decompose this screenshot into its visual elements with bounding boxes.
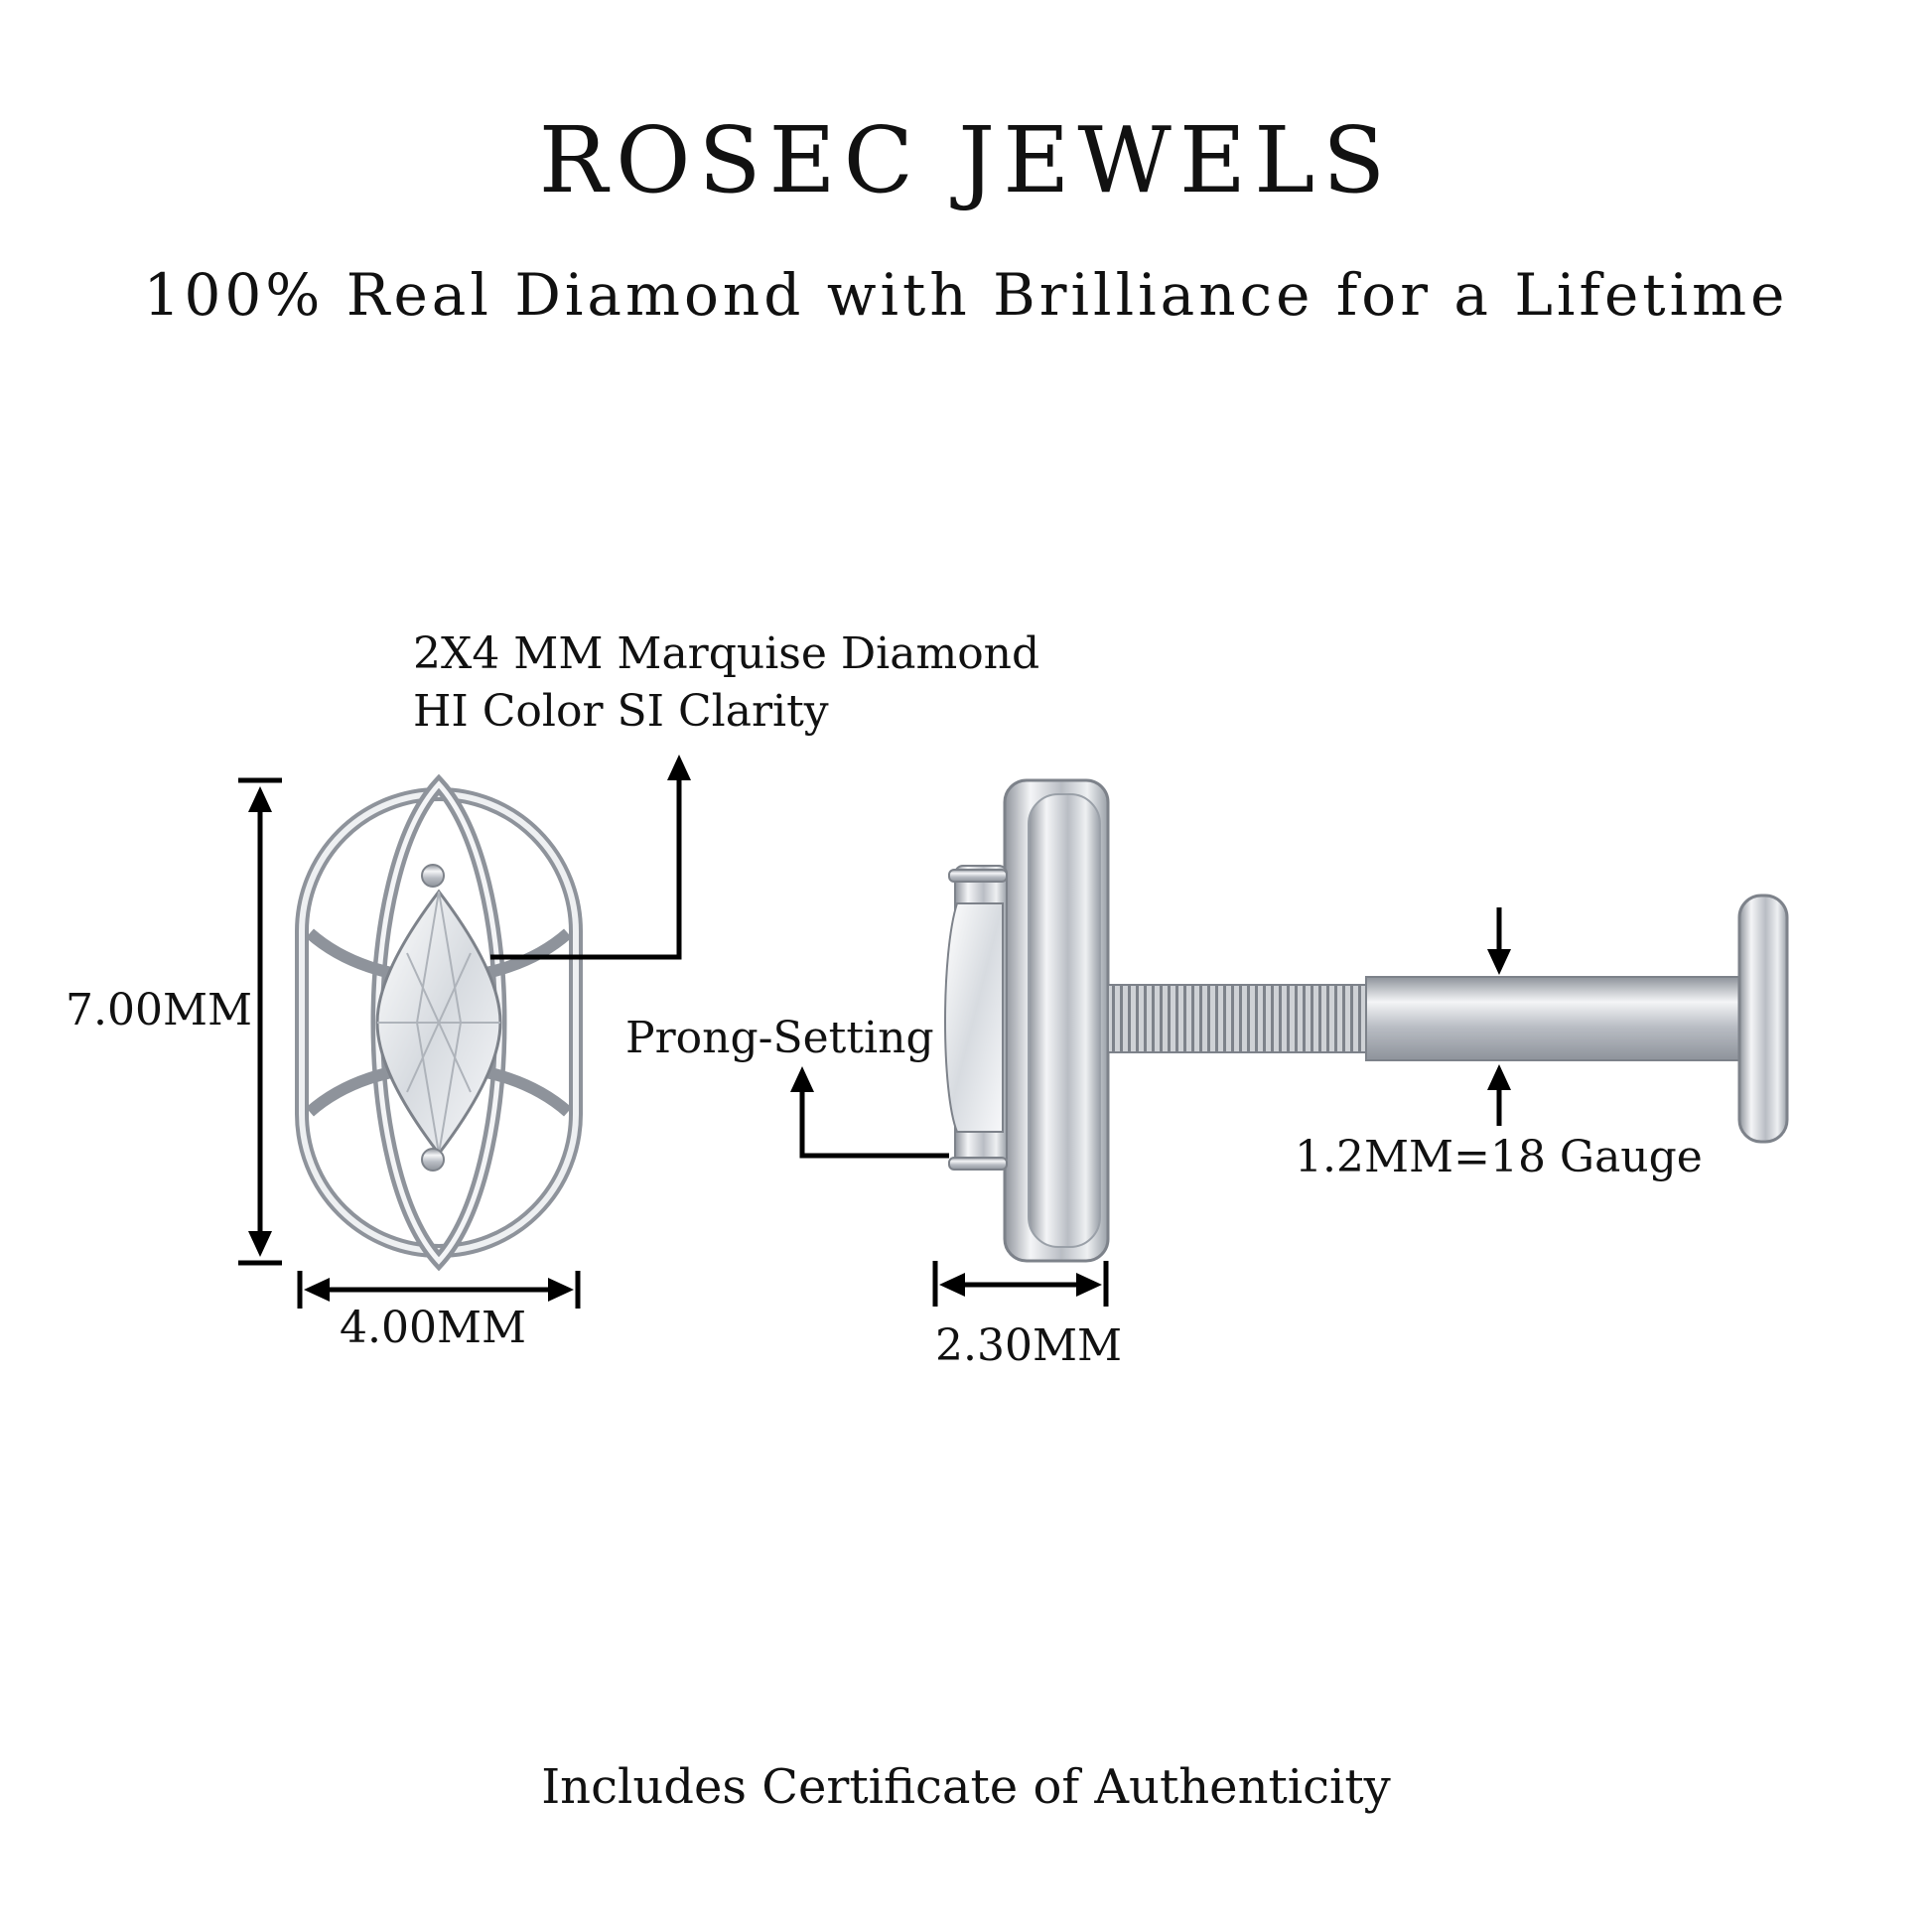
prong-top — [948, 869, 1008, 883]
diamond-leader-line — [490, 755, 691, 960]
diamond-spec-line2: HI Color SI Clarity — [413, 686, 829, 737]
brand-title: ROSEC JEWELS — [538, 107, 1394, 213]
flat-back — [1737, 894, 1789, 1144]
post-shaft — [1365, 976, 1746, 1061]
diamond-spec-label: 2X4 MM Marquise Diamond HI Color SI Clar… — [413, 625, 1048, 741]
prong-bottom — [948, 1157, 1008, 1171]
height-dimension — [238, 777, 282, 1266]
prong-leader-line — [790, 1066, 949, 1159]
threaded-post — [1107, 984, 1369, 1053]
certificate-note: Includes Certificate of Authenticity — [541, 1759, 1391, 1815]
side-view-earring — [944, 778, 1789, 1263]
tagline: 100% Real Diamond with Brilliance for a … — [143, 261, 1789, 329]
width-label: 4.00MM — [340, 1303, 527, 1353]
depth-dimension — [932, 1261, 1109, 1307]
gauge-label: 1.2MM=18 Gauge — [1295, 1132, 1703, 1182]
prong-top — [421, 864, 445, 888]
prong-bottom — [421, 1148, 445, 1172]
width-dimension — [297, 1271, 581, 1309]
gauge-arrows — [1487, 907, 1511, 1126]
front-view-earring — [295, 773, 583, 1272]
diamond-spec-line1: 2X4 MM Marquise Diamond — [413, 628, 1040, 679]
height-label: 7.00MM — [66, 985, 253, 1035]
prong-setting-label: Prong-Setting — [625, 1013, 934, 1063]
depth-label: 2.30MM — [935, 1320, 1123, 1371]
